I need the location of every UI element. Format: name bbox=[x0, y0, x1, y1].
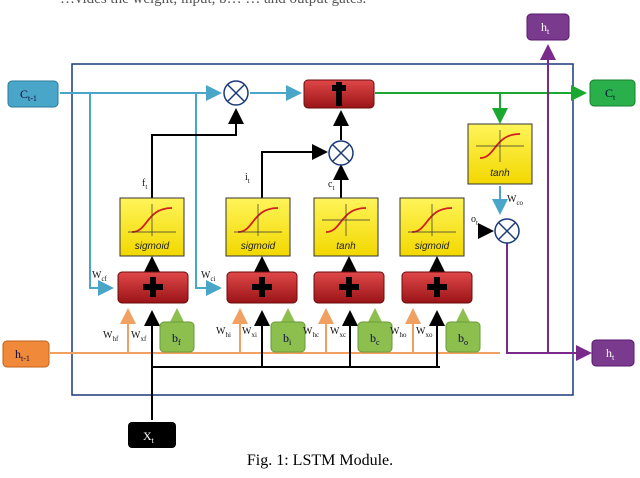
svg-text:Ct: Ct bbox=[605, 86, 616, 102]
sum-forget bbox=[117, 271, 189, 304]
bias-output-sub: o bbox=[464, 338, 468, 347]
hidden-input-lines bbox=[50, 308, 500, 354]
figure-caption: Fig. 1: LSTM Module. bbox=[246, 452, 394, 469]
bias-candidate-main: b bbox=[370, 331, 376, 345]
activation-output-label: sigmoid bbox=[415, 241, 450, 252]
module-frame bbox=[71, 63, 574, 396]
bias-output-main: b bbox=[458, 331, 464, 345]
gate-label-f: ft bbox=[142, 178, 147, 191]
weight-w-ho: Who bbox=[390, 326, 407, 339]
h-prev-main: h bbox=[15, 347, 21, 361]
gate-label-i: it bbox=[245, 172, 250, 185]
weight-w-xo: Wxo bbox=[416, 326, 433, 339]
bias-lines bbox=[169, 308, 471, 324]
bias-candidate-box: bc bbox=[357, 321, 393, 353]
output-h-right: ht bbox=[591, 339, 635, 367]
cropped-top-text: …vides the weight, input, b… … and outpu… bbox=[60, 0, 366, 8]
c-out-sub: t bbox=[613, 93, 616, 102]
svg-text:Xt: Xt bbox=[143, 429, 155, 445]
sum-output bbox=[401, 271, 473, 304]
hidden-output-lines bbox=[506, 44, 592, 361]
x-input-lines bbox=[144, 310, 445, 420]
h-out-right-main: h bbox=[606, 346, 612, 360]
sum-cell bbox=[303, 79, 375, 109]
svg-text:ht-1: ht-1 bbox=[15, 347, 30, 363]
svg-text:bo: bo bbox=[458, 331, 468, 347]
svg-text:bi: bi bbox=[283, 331, 292, 347]
sum-input bbox=[226, 271, 298, 304]
weight-w-xc: Wxc bbox=[330, 326, 346, 339]
activation-input-label: sigmoid bbox=[241, 241, 276, 252]
sum-candidate bbox=[313, 271, 385, 304]
cell-output-lines bbox=[375, 85, 587, 124]
c-out-main: C bbox=[605, 86, 613, 100]
activation-candidate-label: tanh bbox=[336, 241, 356, 252]
activation-forget-label: sigmoid bbox=[135, 241, 170, 252]
c-prev-main: C bbox=[20, 87, 28, 101]
bias-output-box: bo bbox=[445, 321, 481, 353]
svg-text:ht: ht bbox=[541, 20, 550, 36]
weight-w-ci: Wci bbox=[201, 270, 216, 283]
svg-text:bf: bf bbox=[172, 331, 181, 347]
weight-w-co: Wco bbox=[507, 194, 524, 207]
input-c-prev: Ct-1 bbox=[7, 80, 59, 108]
weight-w-xi: Wxi bbox=[242, 326, 257, 339]
gate-label-c: ct bbox=[328, 179, 334, 192]
input-x: Xt bbox=[128, 422, 176, 448]
input-h-prev: ht-1 bbox=[2, 340, 50, 368]
svg-text:Ct-1: Ct-1 bbox=[20, 87, 37, 103]
svg-text:bc: bc bbox=[370, 331, 380, 347]
bias-candidate-sub: c bbox=[376, 338, 380, 347]
svg-text:ht: ht bbox=[606, 346, 615, 362]
weight-w-xf: Wxf bbox=[131, 330, 147, 343]
activation-forget: sigmoid bbox=[119, 197, 185, 257]
weight-w-hc: Whc bbox=[303, 326, 319, 339]
weight-w-cf: Wcf bbox=[92, 270, 108, 283]
gate-label-o: ot bbox=[471, 214, 478, 227]
bias-input-box: bi bbox=[270, 321, 306, 353]
bias-forget-box: bf bbox=[159, 321, 195, 353]
x-main: X bbox=[143, 429, 152, 443]
weight-w-hf: Whf bbox=[103, 330, 119, 343]
lstm-diagram: sigmoid sigmoid tanh sigmoid tanh bf bi bbox=[2, 13, 636, 448]
bias-forget-main: b bbox=[172, 331, 178, 345]
weight-w-hi: Whi bbox=[216, 326, 231, 339]
bias-forget-sub: f bbox=[178, 338, 181, 347]
activation-cell-tanh-label: tanh bbox=[490, 168, 510, 179]
output-c: Ct bbox=[589, 79, 636, 107]
h-out-right-sub: t bbox=[612, 353, 615, 362]
multiply-output bbox=[494, 218, 520, 244]
multiply-input bbox=[328, 140, 354, 166]
h-out-top-main: h bbox=[541, 20, 547, 34]
multiply-forget bbox=[223, 80, 249, 106]
x-sub: t bbox=[152, 436, 155, 445]
activation-output: sigmoid bbox=[399, 197, 465, 257]
activation-input: sigmoid bbox=[225, 197, 291, 257]
gate-internal-lines bbox=[144, 108, 494, 272]
activation-candidate: tanh bbox=[313, 197, 379, 257]
bias-input-sub: i bbox=[289, 338, 292, 347]
c-prev-sub: t-1 bbox=[28, 94, 37, 103]
bias-input-main: b bbox=[283, 331, 289, 345]
output-h-top: ht bbox=[526, 13, 570, 41]
h-prev-sub: t-1 bbox=[21, 354, 30, 363]
cell-state-lines bbox=[60, 85, 508, 296]
activation-cell-tanh: tanh bbox=[467, 123, 533, 185]
h-out-top-sub: t bbox=[547, 27, 550, 36]
